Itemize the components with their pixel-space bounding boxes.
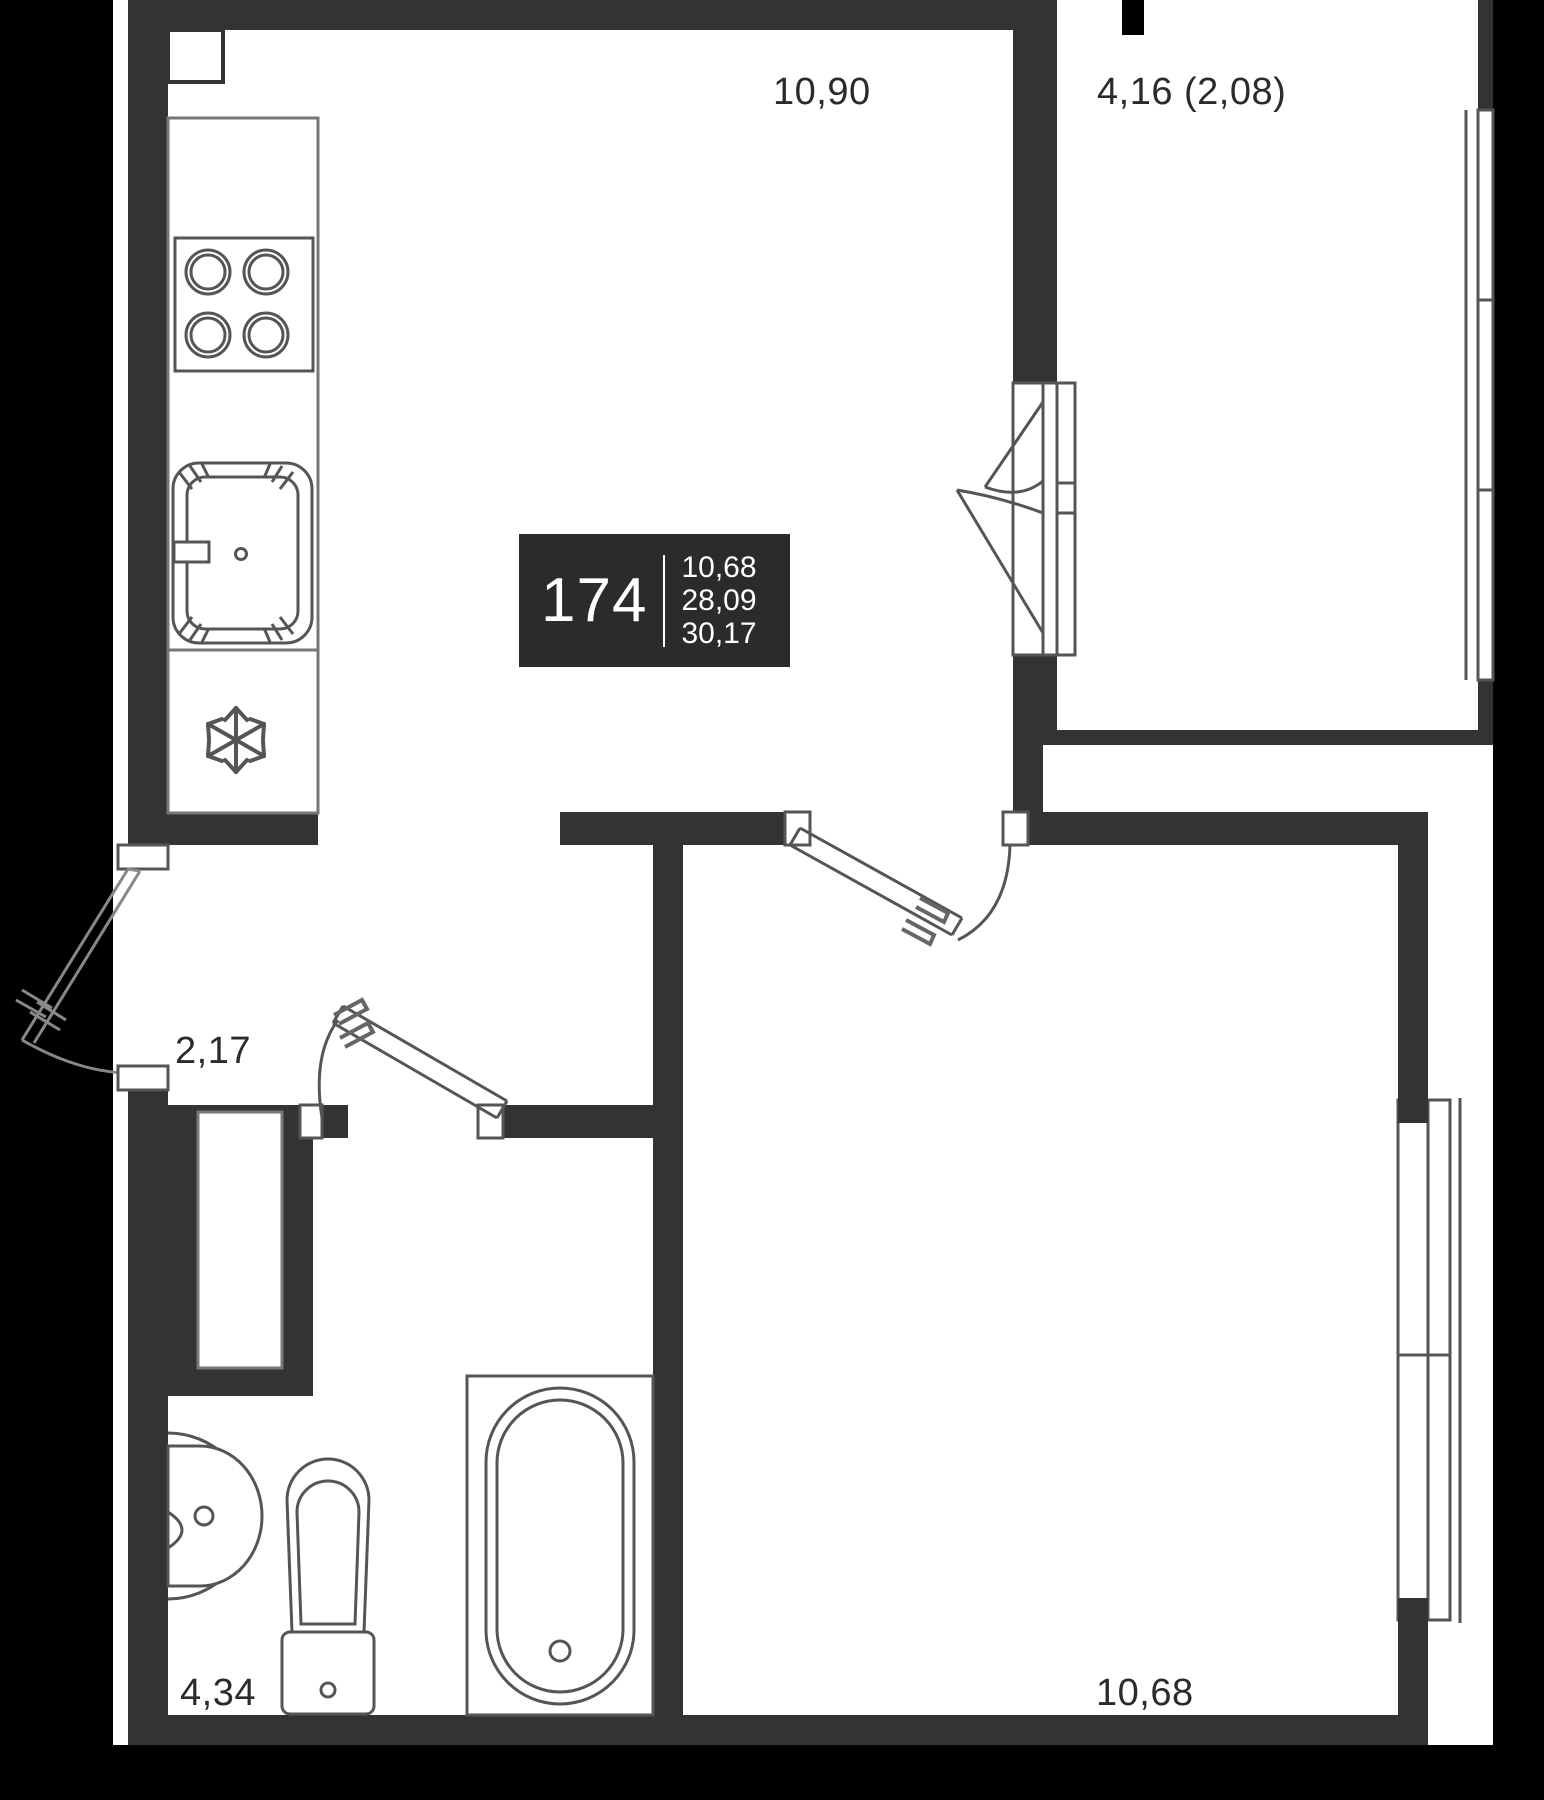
hall-to-living-door bbox=[783, 810, 1030, 947]
living-room-area-label: 10,90 bbox=[773, 71, 871, 113]
bathroom-niche bbox=[196, 1110, 284, 1370]
unit-area-total: 30,17 bbox=[681, 617, 757, 650]
balcony-window-top-right bbox=[1464, 108, 1495, 682]
badge-divider bbox=[663, 554, 666, 647]
balcony-area-label: 4,16 (2,08) bbox=[1097, 71, 1287, 113]
balcony-door bbox=[955, 381, 1077, 657]
unit-area-net: 28,09 bbox=[681, 584, 757, 617]
unit-areas: 10,68 28,09 30,17 bbox=[681, 551, 756, 650]
unit-badge: 174 10,68 28,09 30,17 bbox=[519, 534, 790, 667]
kitchen-counter bbox=[166, 116, 320, 815]
bathroom-area-label: 4,34 bbox=[180, 1672, 256, 1714]
bedroom-area-label: 10,68 bbox=[1096, 1672, 1194, 1714]
hall-area-label: 2,17 bbox=[175, 1030, 251, 1072]
kitchen-sink-icon bbox=[171, 461, 314, 645]
unit-number: 174 bbox=[541, 565, 648, 635]
washbasin-icon bbox=[166, 1431, 264, 1601]
toilet-icon bbox=[280, 1457, 376, 1716]
stove-icon bbox=[173, 236, 315, 373]
bathroom-door bbox=[298, 997, 509, 1140]
entry-door bbox=[15, 843, 170, 1092]
refrigerator-snowflake-icon bbox=[206, 706, 266, 774]
bathtub-icon bbox=[465, 1374, 655, 1717]
bedroom-window-right bbox=[1396, 1098, 1462, 1623]
unit-area-living: 10,68 bbox=[681, 551, 757, 584]
